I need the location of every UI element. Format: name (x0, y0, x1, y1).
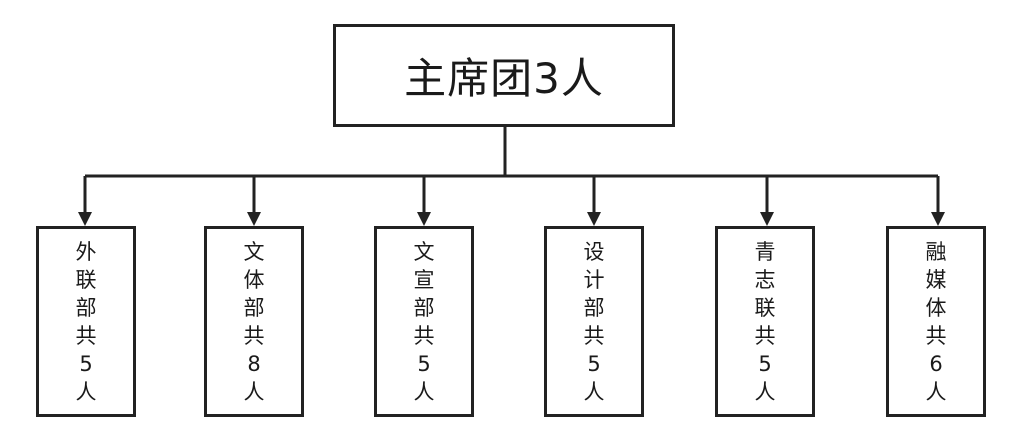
dept-label-char: 文 (413, 239, 435, 264)
dept-node-publicity: 文 宣 部 共 5 人 (374, 226, 474, 417)
dept-label-char: 设 (583, 239, 605, 264)
arrowhead-2 (247, 212, 261, 226)
dept-label-char: 联 (754, 295, 776, 320)
dept-label-char: 青 (754, 239, 776, 264)
dept-member-count: 6 (929, 351, 943, 376)
arrowhead-5 (760, 212, 774, 226)
arrowhead-6 (931, 212, 945, 226)
dept-label-char: 体 (243, 267, 265, 292)
root-node-label: 主席团3人 (404, 54, 604, 103)
dept-label-char: 人 (925, 379, 947, 404)
dept-label-char: 媒 (925, 267, 947, 292)
dept-node-youth-volunteers: 青 志 联 共 5 人 (715, 226, 815, 417)
dept-label-char: 共 (243, 323, 265, 348)
dept-label-char: 部 (75, 295, 97, 320)
dept-member-count: 5 (417, 351, 431, 376)
arrowhead-4 (587, 212, 601, 226)
dept-label-char: 共 (75, 323, 97, 348)
dept-member-count: 5 (587, 351, 601, 376)
arrowhead-1 (78, 212, 92, 226)
dept-member-count: 5 (79, 351, 93, 376)
root-node-presidium: 主席团3人 (333, 24, 675, 127)
dept-label-char: 融 (925, 239, 947, 264)
dept-label-char: 共 (754, 323, 776, 348)
dept-label-char: 志 (754, 267, 776, 292)
dept-label-char: 部 (243, 295, 265, 320)
dept-label-char: 宣 (413, 267, 435, 292)
dept-label-char: 人 (75, 379, 97, 404)
dept-label-char: 人 (243, 379, 265, 404)
dept-node-culture-sports: 文 体 部 共 8 人 (204, 226, 304, 417)
dept-label-char: 联 (75, 267, 97, 292)
dept-label-char: 计 (583, 267, 605, 292)
dept-label-char: 体 (925, 295, 947, 320)
dept-node-media: 融 媒 体 共 6 人 (886, 226, 986, 417)
dept-label-char: 文 (243, 239, 265, 264)
dept-label-char: 部 (413, 295, 435, 320)
arrowhead-3 (417, 212, 431, 226)
dept-label-char: 人 (583, 379, 605, 404)
dept-member-count: 5 (758, 351, 772, 376)
dept-label-char: 共 (413, 323, 435, 348)
dept-label-char: 人 (413, 379, 435, 404)
dept-node-external-affairs: 外 联 部 共 5 人 (36, 226, 136, 417)
dept-label-char: 外 (75, 239, 97, 264)
dept-label-char: 部 (583, 295, 605, 320)
dept-label-char: 共 (925, 323, 947, 348)
dept-node-design: 设 计 部 共 5 人 (544, 226, 644, 417)
dept-label-char: 共 (583, 323, 605, 348)
dept-member-count: 8 (247, 351, 261, 376)
dept-label-char: 人 (754, 379, 776, 404)
